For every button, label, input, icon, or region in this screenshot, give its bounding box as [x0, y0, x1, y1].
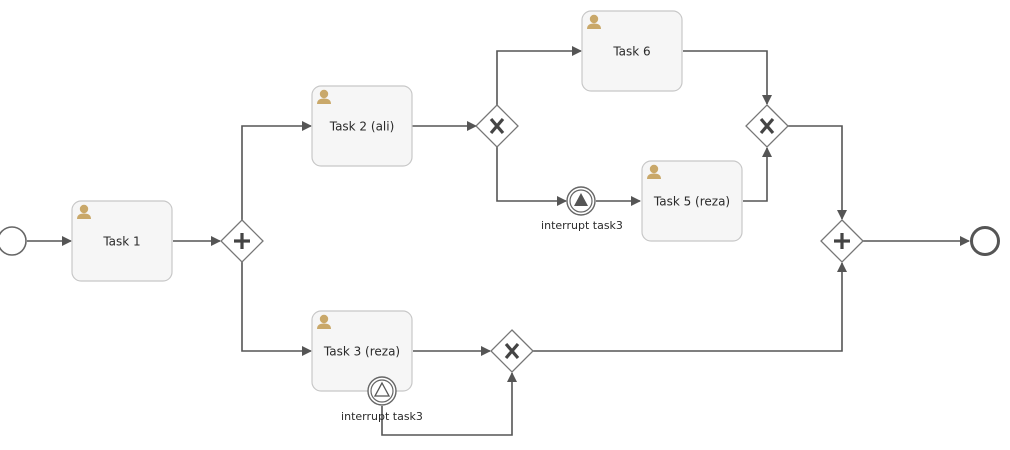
- x-icon: [504, 342, 520, 360]
- flow-split-to-task3[interactable]: [241, 262, 312, 356]
- user-icon: [647, 164, 661, 179]
- task-6[interactable]: Task 6: [581, 10, 683, 92]
- task-5[interactable]: Task 5 (reza): [641, 160, 743, 242]
- flow-split-to-task2[interactable]: [241, 121, 312, 220]
- flow-boundary-to-xor2[interactable]: [381, 372, 517, 436]
- flow-task5-to-xor-merge[interactable]: [743, 147, 772, 202]
- task-1-label: Task 1: [102, 235, 140, 249]
- exclusive-gateway-merge[interactable]: [745, 104, 789, 148]
- exclusive-gateway-task3[interactable]: [490, 329, 534, 373]
- plus-icon: [234, 233, 250, 249]
- signal-triangle-icon: [373, 381, 391, 397]
- plus-icon: [834, 233, 850, 249]
- exclusive-gateway-split[interactable]: [475, 104, 519, 148]
- task-2-label: Task 2 (ali): [329, 120, 395, 134]
- start-event[interactable]: [0, 226, 27, 256]
- boundary-signal-label: interrupt task3: [341, 410, 423, 423]
- task-6-label: Task 6: [612, 45, 650, 59]
- parallel-join-gateway[interactable]: [820, 219, 864, 263]
- x-icon: [759, 117, 775, 135]
- flow-task6-to-xor-merge[interactable]: [683, 50, 772, 105]
- boundary-signal-event[interactable]: [367, 376, 397, 406]
- task-5-label: Task 5 (reza): [653, 195, 730, 209]
- signal-triangle-icon: [574, 193, 588, 206]
- signal-throw-event[interactable]: [566, 186, 596, 216]
- user-icon: [317, 89, 331, 104]
- user-icon: [317, 314, 331, 329]
- end-event[interactable]: [970, 226, 1000, 256]
- flow-xor1-to-task6[interactable]: [496, 46, 582, 105]
- parallel-split-gateway[interactable]: [220, 219, 264, 263]
- task-2[interactable]: Task 2 (ali): [311, 85, 413, 167]
- task-3-label: Task 3 (reza): [323, 345, 400, 359]
- task-3[interactable]: Task 3 (reza): [311, 310, 413, 392]
- user-icon: [77, 204, 91, 219]
- flow-xor-merge-to-join[interactable]: [788, 125, 847, 220]
- x-icon: [489, 117, 505, 135]
- task-1[interactable]: Task 1: [71, 200, 173, 282]
- sequence-flows: [27, 46, 970, 436]
- user-icon: [587, 14, 601, 29]
- flow-xor2-to-join[interactable]: [533, 262, 847, 352]
- flow-xor1-to-signal-catch[interactable]: [496, 147, 567, 206]
- signal-throw-label: interrupt task3: [541, 219, 623, 232]
